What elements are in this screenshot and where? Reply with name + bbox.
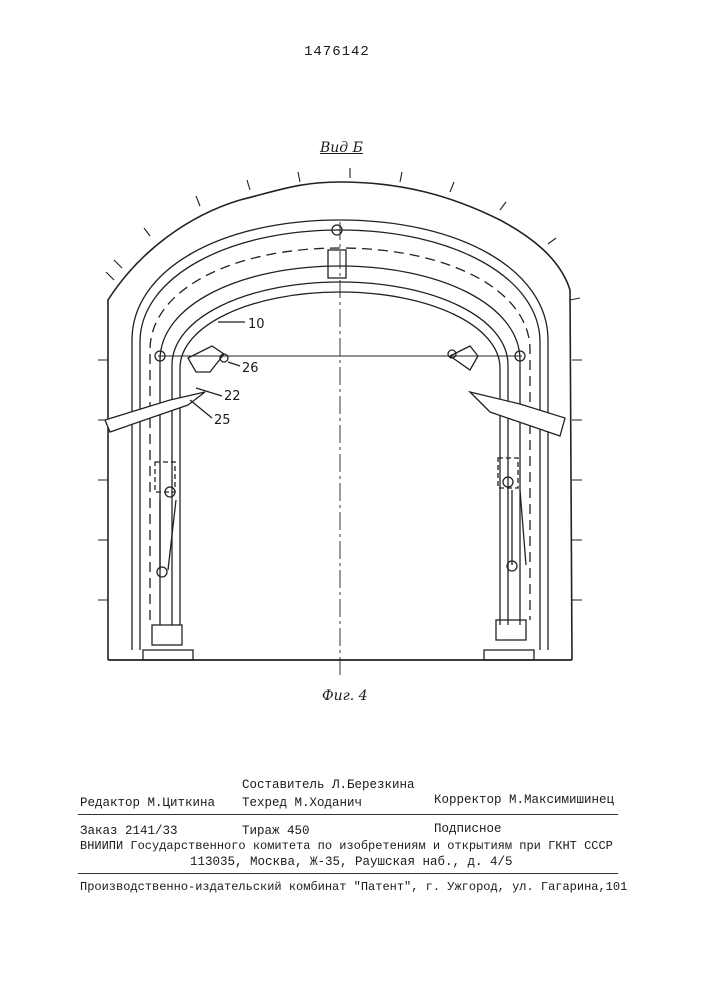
divider-top — [78, 814, 618, 815]
publisher: Производственно-издательский комбинат "П… — [80, 880, 627, 894]
techred: Техред М.Ходанич — [242, 796, 362, 810]
left-canopy — [105, 392, 205, 432]
figure-caption: Фиг. 4 — [322, 688, 368, 704]
subscription: Подписное — [434, 822, 502, 836]
divider-bottom — [78, 873, 618, 874]
compiler: Составитель Л.Березкина — [242, 778, 415, 792]
corrector: Корректор М.Максимишинец — [434, 793, 614, 807]
order: Заказ 2141/33 — [80, 824, 178, 838]
callout-10: 10 — [248, 317, 265, 332]
right-canopy — [470, 392, 565, 436]
callout-22: 22 — [224, 389, 241, 404]
callout-25: 25 — [214, 413, 231, 428]
editor: Редактор М.Циткина — [80, 796, 215, 810]
institute: ВНИИПИ Государственного комитета по изоб… — [80, 839, 613, 853]
callout-26: 26 — [242, 361, 259, 376]
address: 113035, Москва, Ж-35, Раушская наб., д. … — [190, 855, 513, 869]
circulation: Тираж 450 — [242, 824, 310, 838]
